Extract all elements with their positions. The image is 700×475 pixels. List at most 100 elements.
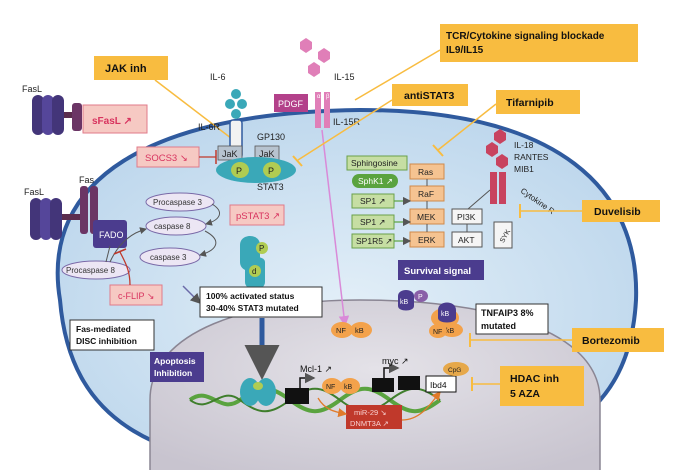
socs3-label: SOCS3 ↘	[145, 153, 188, 164]
il18-label: IL-18	[514, 140, 534, 150]
dna-strand	[188, 386, 442, 414]
mib1-label: MIB1	[514, 164, 534, 174]
fas-label: Fas	[79, 175, 95, 185]
tnfaip3-line1: TNFAIP3 8%	[481, 308, 534, 318]
nfkb-r-nf-label: NF	[433, 329, 442, 336]
activated-line1: 100% activated status	[206, 291, 295, 301]
il15-ligand	[300, 38, 330, 77]
fasl-top-label: FasL	[22, 84, 42, 94]
ikb-kb-label: kB	[400, 299, 409, 306]
drug-duvelisib-label: Duvelisib	[594, 206, 641, 218]
p-right-label: P	[268, 166, 274, 176]
svg-text:β: β	[326, 94, 330, 100]
nfkb-complex-right: kB kB NF	[429, 302, 463, 338]
apoptosis-line1: Apoptosis	[154, 356, 196, 366]
erk-label: ERK	[418, 235, 436, 245]
ikb-p-label: P	[418, 294, 423, 301]
stat3-dimer: P d	[240, 236, 268, 290]
sphk1-label: SphK1 ↗	[358, 176, 393, 186]
ibd4-label: Ibd4	[430, 380, 447, 390]
drug-hdac: HDAC inh 5 AZA	[500, 366, 584, 406]
nfkb-nuclear: NF kB	[331, 322, 372, 338]
sfasl-box: sFasL ↗	[82, 104, 148, 134]
socs3-box: SOCS3 ↘	[136, 146, 200, 168]
jak-left-label: JaK	[222, 149, 238, 159]
fasl-top-molecule	[32, 95, 82, 135]
drug-hdac-line1: HDAC inh	[510, 373, 559, 385]
myc-promoter	[372, 378, 394, 392]
drug-tcr-line1: TCR/Cytokine signaling blockade	[446, 31, 605, 42]
il15r-label: IL-15R	[333, 117, 361, 127]
pi3k-label: PI3K	[457, 212, 476, 222]
caspase8-label: caspase 8	[154, 222, 191, 231]
mir29-label: miR-29 ↘	[354, 408, 387, 417]
nuclear-nfkb: NF kB	[322, 378, 360, 394]
fas-disc-line2: DISC inhibition	[76, 336, 137, 346]
drug-hdac-line2: 5 AZA	[510, 388, 540, 400]
drug-jak-inh-label: JAK inh	[105, 63, 147, 75]
drug-antistat3-label: antiSTAT3	[404, 90, 455, 102]
drug-duvelisib: Duvelisib	[582, 200, 660, 222]
survival-pathway: Sphingosine SphK1 ↗ SP1 ↗ SP1 ↗ SP1R5 ↗ …	[346, 155, 513, 280]
fado-label: FADO	[99, 230, 124, 240]
cflip-inhibition-line	[119, 251, 131, 286]
mcl1-promoter	[285, 388, 309, 404]
sp1b-label: SP1 ↗	[360, 217, 386, 227]
apoptosis-box: Apoptosis Inhibition	[150, 352, 204, 382]
mcl1-label: Mcl-1 ↗	[300, 364, 332, 374]
activated-status-box: 100% activated status 30-40% STAT3 mutat…	[199, 286, 323, 318]
jak-right-label: JaK	[259, 149, 275, 159]
pstat3-label: pSTAT3 ↗	[236, 211, 280, 222]
drug-tcr-line2: IL9/IL15	[446, 45, 484, 56]
tnfaip3-line2: mutated	[481, 321, 516, 331]
il15r-receptor: α β	[315, 92, 330, 128]
survival-signal-label: Survival signal	[404, 266, 471, 277]
ikb-complex: kB P	[398, 290, 428, 311]
ibd4-promoter	[398, 376, 420, 390]
nuc-kb-label: kB	[344, 384, 353, 391]
nfkb-r-kb-label: kB	[441, 311, 450, 318]
raf-label: RaF	[418, 189, 434, 199]
activated-line2: 30-40% STAT3 mutated	[206, 303, 299, 313]
procaspase8-label: Procaspase 8	[66, 266, 115, 275]
il6r-label: IL-6R	[198, 122, 221, 132]
cytokine-receptor	[490, 172, 506, 204]
apoptosis-line2: Inhibition	[154, 368, 192, 378]
drug-bortezomib-label: Bortezomib	[582, 335, 640, 347]
fas-disc-line1: Fas-mediated	[76, 324, 131, 334]
dimer-p-label: P	[259, 244, 264, 253]
pdgf-box: PDGF	[274, 94, 308, 112]
fasl-bottom-molecule	[30, 198, 80, 240]
nfkb-r-kb2-label: kB	[446, 328, 455, 335]
sp1a-label: SP1 ↗	[360, 196, 386, 206]
dnmt3a-label: DNMT3A ↗	[350, 419, 389, 428]
il18-ligands	[486, 129, 508, 169]
akt-label: AKT	[458, 235, 475, 245]
p-left-label: P	[236, 166, 242, 176]
dimer-d-label: d	[252, 267, 256, 276]
procaspase3-label: Procaspase 3	[153, 198, 202, 207]
fasl-bottom-label: FasL	[24, 187, 44, 197]
myc-label: myc ↗	[382, 356, 409, 366]
pstat3-box: pSTAT3 ↗	[229, 204, 285, 226]
stat3-label: STAT3	[257, 182, 284, 192]
drug-jak-inh: JAK inh	[94, 56, 168, 80]
ibd4-box: Ibd4 CpG	[425, 362, 469, 393]
nfkb-kb-label: kB	[355, 326, 364, 335]
sp1r5-label: SP1R5 ↗	[356, 236, 392, 246]
drug-tifarnipib-label: Tifarnipib	[506, 97, 554, 109]
il15-label: IL-15	[334, 72, 355, 82]
svg-text:α: α	[317, 94, 321, 100]
nuclear-stat3-dimer	[240, 378, 276, 406]
il6-ligand	[225, 89, 247, 119]
nfkb-nf-label: NF	[336, 326, 346, 335]
il6-label: IL-6	[210, 72, 226, 82]
caspase3-label: caspase 3	[150, 253, 187, 262]
cpg-label: CpG	[448, 367, 461, 374]
rantes-label: RANTES	[514, 152, 549, 162]
gp130-label: GP130	[257, 132, 285, 142]
sphingosine-label: Sphingosine	[351, 158, 398, 168]
mir29-box: miR-29 ↘ DNMT3A ↗	[346, 405, 402, 429]
